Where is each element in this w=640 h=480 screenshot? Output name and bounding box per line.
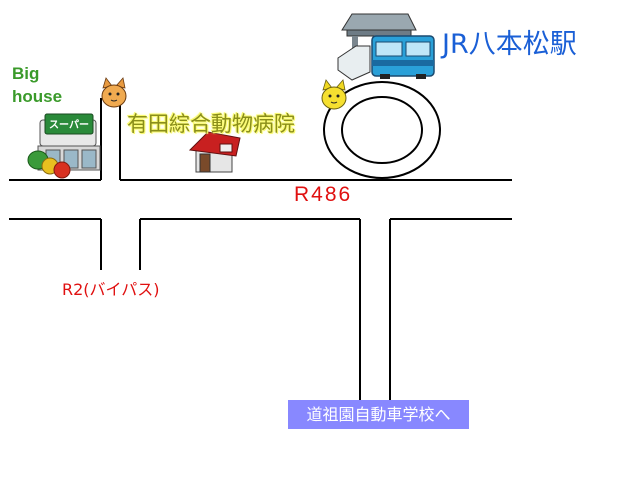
store-label: Big house: [12, 62, 62, 108]
school-label: 道祖園自動車学校へ: [288, 400, 469, 429]
roundabout: [323, 81, 441, 179]
bypass-label: R2(バイパス): [62, 280, 160, 299]
cat-icon: [101, 77, 127, 108]
store-label-line1: Big: [12, 64, 40, 83]
supermarket-icon: スーパー: [27, 113, 101, 179]
hospital-label: 有田綜合動物病院: [127, 112, 295, 136]
roads: [9, 98, 512, 400]
train-station-icon: [337, 13, 435, 81]
cat-icon: [321, 79, 347, 110]
store-sign-text: スーパー: [49, 119, 89, 131]
station-label: JR八本松駅: [442, 29, 577, 60]
house-icon: [188, 131, 241, 173]
store-label-line2: house: [12, 87, 63, 106]
route486-label: R486: [294, 183, 353, 206]
